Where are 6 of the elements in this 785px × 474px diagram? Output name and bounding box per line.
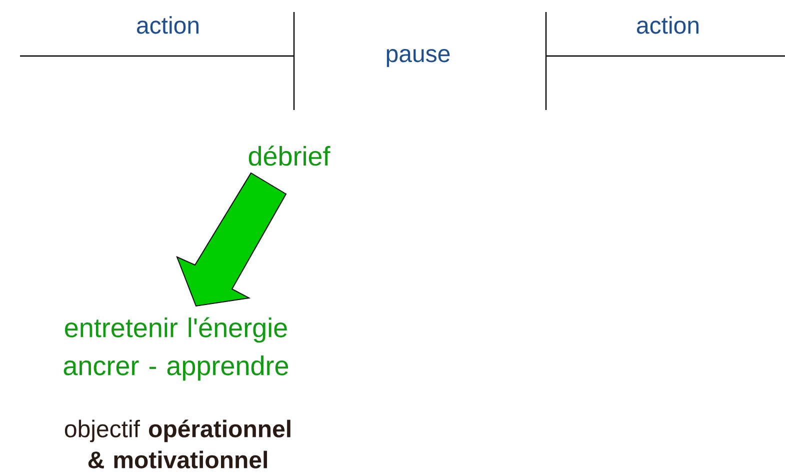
phase-label: action — [637, 16, 698, 34]
step-label: débrief — [248, 146, 330, 166]
phase-label: action — [137, 16, 198, 34]
objective-text: objectif opérationnel & motivationnel — [64, 420, 290, 468]
goal-text: entretenir l'énergie ancrer - apprendre — [64, 317, 288, 381]
phase-label: pause — [386, 49, 450, 67]
